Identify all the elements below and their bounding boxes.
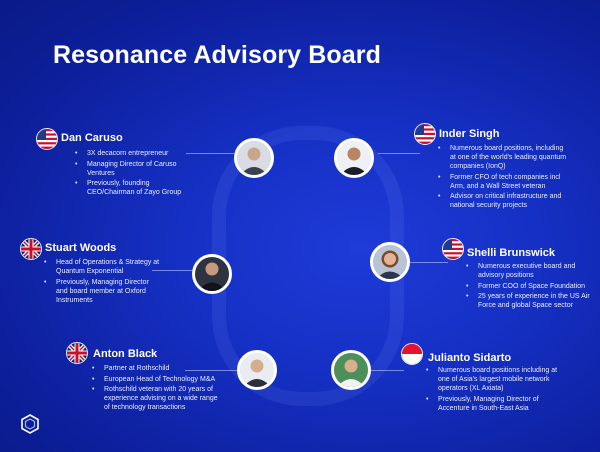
- uk-flag-icon: [66, 342, 88, 364]
- company-logo-icon: [21, 414, 39, 434]
- connector-line: [370, 370, 404, 371]
- slide-title: Resonance Advisory Board: [53, 41, 381, 69]
- bio-item: Numerous executive board and advisory po…: [462, 262, 592, 280]
- member-photo-avatar: [237, 350, 277, 390]
- member-name: Julianto Sidarto: [428, 352, 512, 364]
- bio-item: Former CFO of tech companies incl Arm, a…: [434, 173, 570, 191]
- member-name: Stuart Woods: [45, 242, 117, 254]
- us-flag-icon: [442, 238, 464, 260]
- indonesia-flag-icon: [401, 343, 423, 365]
- bio-item: 3X decacorn entrepreneur: [71, 149, 197, 158]
- member-photo-avatar: [370, 242, 410, 282]
- bio-item: Former COO of Space Foundation: [462, 282, 592, 291]
- member-name: Anton Black: [93, 348, 158, 360]
- uk-flag-icon: [20, 238, 42, 260]
- member-photo-avatar: [334, 138, 374, 178]
- member-bio-list: Partner at Rothschild European Head of T…: [88, 364, 218, 414]
- bio-item: Managing Director of Caruso Ventures: [71, 160, 197, 178]
- connector-line: [378, 153, 420, 154]
- us-flag-icon: [36, 128, 58, 150]
- bio-item: Head of Operations & Strategy at Quantum…: [40, 258, 160, 276]
- connector-line: [406, 262, 448, 263]
- bio-item: European Head of Technology M&A: [88, 375, 218, 384]
- member-bio-list: Head of Operations & Strategy at Quantum…: [40, 258, 160, 306]
- member-photo-avatar: [234, 138, 274, 178]
- bio-item: Previously, Managing Director and board …: [40, 278, 160, 305]
- member-bio-list: Numerous executive board and advisory po…: [462, 262, 592, 312]
- member-name: Inder Singh: [439, 128, 500, 140]
- member-photo-avatar: [192, 254, 232, 294]
- member-bio-list: Numerous board positions, including at o…: [434, 144, 570, 212]
- bio-item: Rothschild veteran with 20 years of expe…: [88, 385, 218, 412]
- member-photo-avatar: [331, 350, 371, 390]
- bio-item: Advisor on critical infrastructure and n…: [434, 192, 570, 210]
- bio-item: Numerous board positions including at on…: [422, 366, 570, 393]
- bio-item: Previously, Managing Director of Accentu…: [422, 395, 570, 413]
- us-flag-icon: [414, 123, 436, 145]
- member-bio-list: Numerous board positions including at on…: [422, 366, 570, 414]
- bio-item: 25 years of experience in the US Air For…: [462, 292, 592, 310]
- member-bio-list: 3X decacorn entrepreneur Managing Direct…: [71, 149, 197, 199]
- connector-line: [186, 153, 234, 154]
- bio-item: Numerous board positions, including at o…: [434, 144, 570, 171]
- member-name: Dan Caruso: [61, 132, 123, 144]
- bio-item: Previously, founding CEO/Chairman of Zay…: [71, 179, 197, 197]
- member-name: Shelli Brunswick: [467, 247, 556, 259]
- connector-line: [152, 270, 192, 271]
- bio-item: Partner at Rothschild: [88, 364, 218, 373]
